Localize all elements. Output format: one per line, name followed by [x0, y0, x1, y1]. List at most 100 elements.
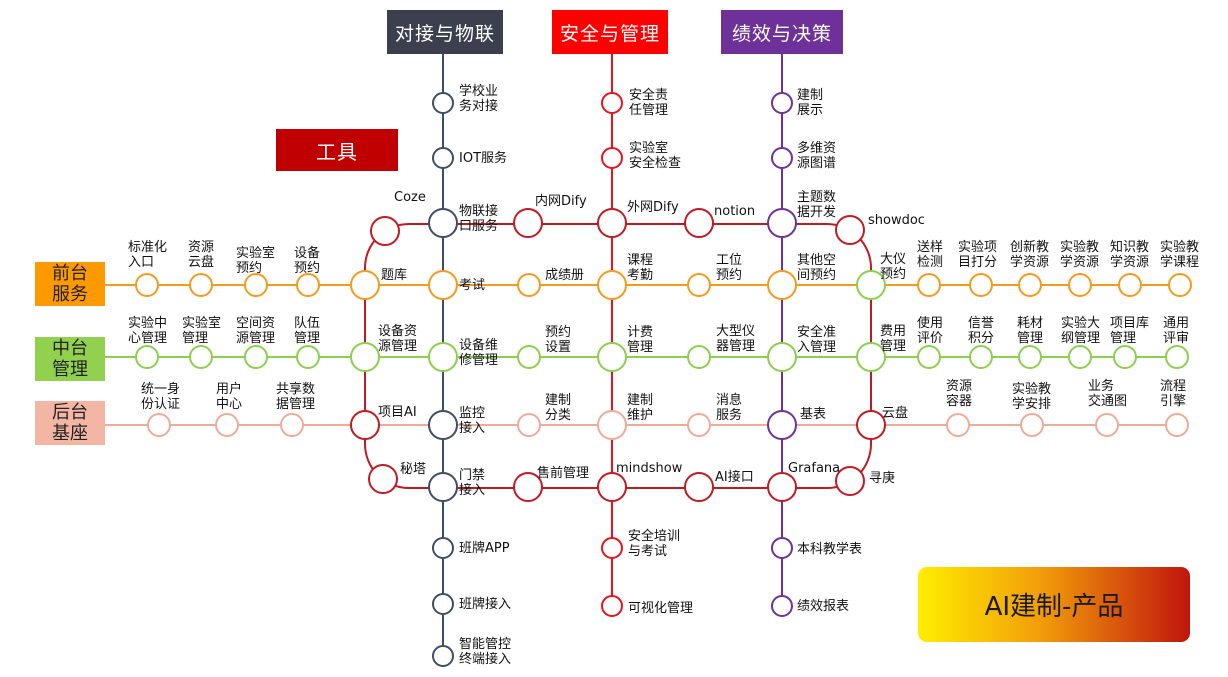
front-station	[244, 273, 268, 297]
back-station	[687, 413, 711, 437]
performance-station	[771, 537, 793, 559]
middle-station	[244, 345, 268, 369]
middle-station	[135, 345, 159, 369]
ring-station	[350, 410, 380, 440]
iot-station-label: 物联接口服务	[459, 203, 498, 234]
ring-station-label: 云盘	[882, 405, 908, 421]
ring-station	[370, 216, 400, 246]
front-station	[189, 273, 213, 297]
iot-station	[428, 342, 458, 372]
front-station	[687, 273, 711, 297]
back-station-label: 资源容器	[946, 379, 972, 409]
safety-station-label: 安全培训与考试	[628, 528, 680, 559]
safety-station	[601, 537, 623, 559]
ring-station	[350, 342, 380, 372]
safety-station-label: 计费管理	[627, 325, 653, 355]
safety-station	[597, 472, 627, 502]
ring-station	[856, 342, 886, 372]
safety-station-label: 实验室安全检查	[629, 140, 681, 171]
front-station-label: 资源云盘	[188, 240, 214, 270]
front-station	[969, 273, 993, 297]
front-station-label: 实验项目打分	[958, 239, 997, 270]
ring-station	[368, 464, 398, 494]
front-station-label: 知识教学资源	[1110, 239, 1149, 270]
ring-station-label: Coze	[394, 190, 426, 205]
front-station	[917, 273, 941, 297]
ring-station-label: 秘塔	[400, 462, 426, 477]
performance-station	[767, 270, 797, 300]
tools-badge: 工具	[276, 129, 398, 171]
performance-station	[767, 472, 797, 502]
middle-station-label: 实验室管理	[182, 315, 221, 346]
middle-station	[1068, 345, 1092, 369]
performance-station-label: 本科教学表	[797, 541, 862, 557]
performance-station-label: 基表	[800, 407, 826, 422]
iot-station	[428, 410, 458, 440]
ring-station	[835, 215, 865, 245]
ring-station	[513, 208, 543, 238]
front-station-label: 送样检测	[917, 240, 943, 270]
iot-station-label: 智能管控终端接入	[459, 637, 511, 667]
back-station-label: 建制分类	[545, 393, 571, 423]
safety-station	[601, 595, 623, 617]
middle-station-label: 耗材管理	[1017, 316, 1043, 346]
iot-station-label: 监控接入	[459, 406, 485, 436]
middle-station-label: 使用评价	[917, 315, 943, 346]
middle-station-label: 实验中心管理	[128, 315, 167, 346]
ring-station-label: showdoc	[868, 213, 925, 228]
iot-station-label: 班牌APP	[459, 540, 510, 556]
middle-station	[969, 345, 993, 369]
ring-station-label: 费用管理	[880, 324, 906, 354]
header-iot-line: 对接与物联	[387, 10, 503, 54]
front-station	[517, 273, 541, 297]
front-station	[1168, 273, 1192, 297]
iot-station-label: 门禁接入	[459, 468, 485, 498]
back-station-label: 消息服务	[716, 392, 742, 423]
back-station	[147, 413, 171, 437]
iot-station-label: 班牌接入	[459, 596, 511, 612]
performance-station	[771, 92, 793, 114]
front-station	[1118, 273, 1142, 297]
performance-station	[767, 342, 797, 372]
ring-station	[856, 410, 886, 440]
middle-station-label: 信誉积分	[968, 316, 994, 346]
front-station	[296, 273, 320, 297]
safety-station	[597, 342, 627, 372]
ring-station-label: 大仪预约	[880, 252, 906, 282]
middle-station-label: 空间资源管理	[236, 316, 275, 346]
ring-station	[684, 208, 714, 238]
middle-station	[296, 345, 320, 369]
back-station-label: 流程引擎	[1160, 379, 1186, 409]
iot-station	[428, 208, 458, 238]
iot-station-label: IOT服务	[459, 150, 507, 166]
performance-station-label: 建制展示	[797, 88, 823, 118]
ring-station	[513, 472, 543, 502]
performance-station-label: Grafana	[788, 461, 840, 476]
ring-station-label: AI接口	[715, 469, 754, 485]
middle-station	[687, 345, 711, 369]
safety-station-label: mindshow	[616, 461, 683, 476]
performance-station-label: 主题数据开发	[797, 190, 836, 220]
back-station-label: 统一身份认证	[141, 381, 180, 412]
ring-station-label: 项目AI	[378, 405, 417, 420]
performance-station	[771, 595, 793, 617]
middle-station	[1165, 345, 1189, 369]
safety-station-label: 建制维护	[627, 393, 653, 423]
iot-station	[428, 472, 458, 502]
performance-station	[771, 147, 793, 169]
back-station	[1165, 413, 1189, 437]
header-performance-line: 绩效与决策	[721, 10, 843, 54]
front-station-label: 设备预约	[294, 245, 320, 276]
ring-station-label: 设备资源管理	[378, 323, 417, 354]
front-station-label: 标准化入口	[128, 240, 167, 270]
back-station	[1095, 413, 1119, 437]
ring-station-label: 寻庚	[869, 470, 895, 486]
middle-station	[1113, 345, 1137, 369]
iot-station-label: 考试	[459, 278, 485, 293]
front-station-label: 成绩册	[545, 268, 584, 283]
safety-station-label: 可视化管理	[628, 601, 693, 616]
ring-station-label: 题库	[381, 267, 407, 283]
back-office-label: 后台 基座	[35, 401, 105, 445]
middle-office-label: 中台 管理	[35, 337, 105, 381]
middle-station-label: 队伍管理	[294, 316, 320, 346]
